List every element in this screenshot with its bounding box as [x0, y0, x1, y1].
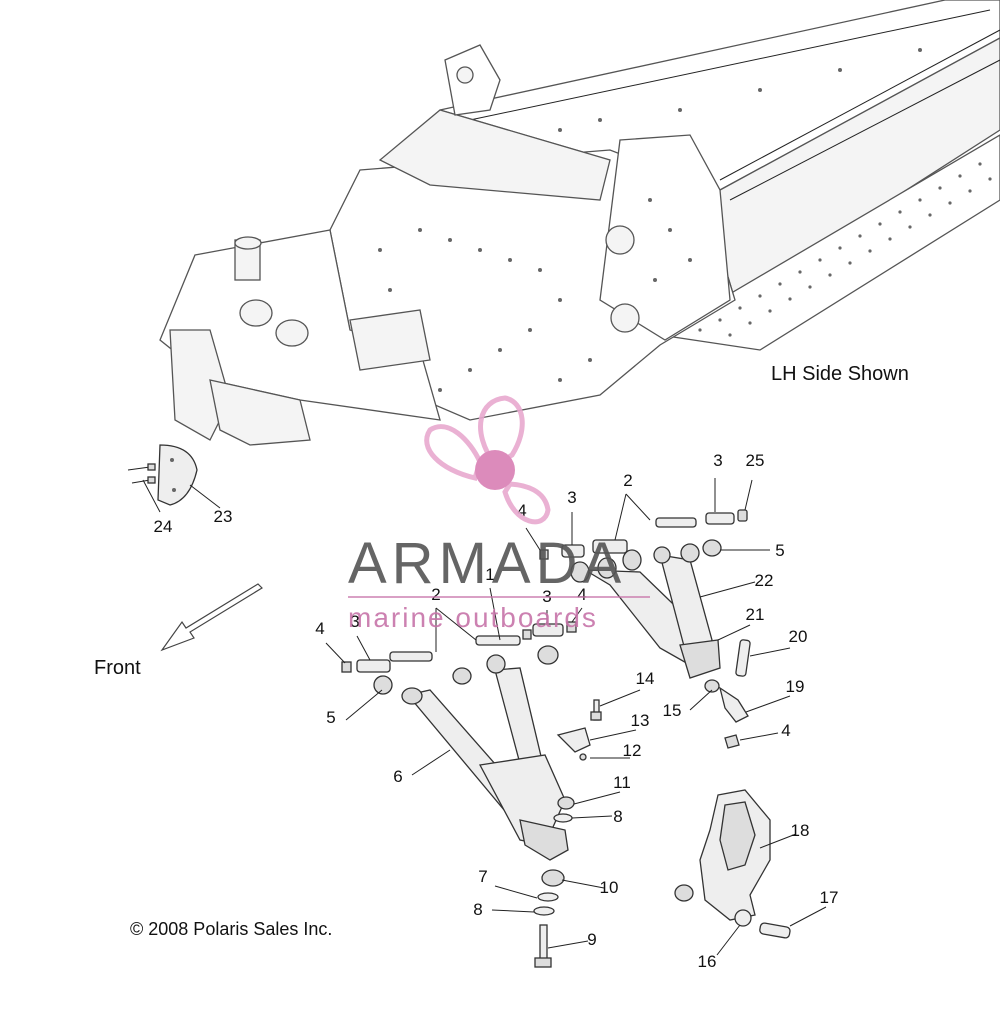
ball-joint-hardware [533, 699, 602, 968]
callout-c-23: 23 [214, 507, 233, 526]
callout-c-13: 13 [631, 711, 650, 730]
front-direction-label: Front [94, 657, 141, 679]
callout-c-8b: 8 [473, 900, 482, 919]
callout-c-6: 6 [393, 767, 402, 786]
callout-c-3a: 3 [713, 451, 722, 470]
callout-c-5b: 5 [326, 708, 335, 727]
steering-hardware [704, 639, 751, 749]
callout-c-3d: 3 [350, 612, 359, 631]
callout-c-4a: 4 [517, 501, 526, 520]
callout-c-9: 9 [587, 930, 596, 949]
callout-c-2a: 2 [623, 471, 632, 490]
callout-c-18: 18 [791, 821, 810, 840]
callout-c-3b: 3 [567, 488, 576, 507]
propeller-logo-icon [424, 395, 551, 525]
chassis-frame [159, 0, 1000, 446]
upper-control-arm-part-22 [570, 543, 721, 679]
callout-c-21: 21 [746, 605, 765, 624]
callout-c-25: 25 [746, 451, 765, 470]
front-arrow [160, 583, 263, 652]
callout-c-16: 16 [698, 952, 717, 971]
callout-c-8a: 8 [613, 807, 622, 826]
callout-c-11: 11 [613, 773, 631, 792]
frame-rivets [378, 48, 922, 392]
callout-c-4c: 4 [315, 619, 324, 638]
callout-c-1: 1 [485, 565, 494, 584]
spindle-part-18 [674, 789, 791, 939]
skid-plate-part-23 [157, 444, 198, 506]
armada-logo: ARMADA marine outboards [348, 395, 650, 633]
callout-c-15: 15 [663, 701, 682, 720]
running-board-holes [698, 162, 992, 337]
brand-tagline: marine outboards [348, 602, 598, 633]
callout-c-4d: 4 [781, 721, 790, 740]
callout-c-17: 17 [820, 888, 839, 907]
upper-bushings [539, 509, 748, 564]
callout-c-5a: 5 [775, 541, 784, 560]
callout-c-2b: 2 [431, 585, 440, 604]
screws-part-24 [127, 463, 156, 484]
callout-labels: 3252345221234214320141915513412611818710… [154, 451, 839, 971]
callout-c-4b: 4 [577, 585, 586, 604]
callout-c-20: 20 [789, 627, 808, 646]
callout-c-22: 22 [755, 571, 774, 590]
lower-shafts [341, 621, 577, 673]
callout-c-12: 12 [623, 741, 642, 760]
callout-c-14: 14 [636, 669, 655, 688]
callout-c-10: 10 [600, 878, 619, 897]
callout-c-19: 19 [786, 677, 805, 696]
callout-c-7: 7 [478, 867, 487, 886]
callout-c-24: 24 [154, 517, 173, 536]
lh-side-note: LH Side Shown [771, 363, 909, 385]
lower-control-arm-part-6 [373, 645, 569, 861]
copyright-notice: © 2008 Polaris Sales Inc. [130, 919, 332, 939]
brand-name: ARMADA [348, 531, 626, 596]
